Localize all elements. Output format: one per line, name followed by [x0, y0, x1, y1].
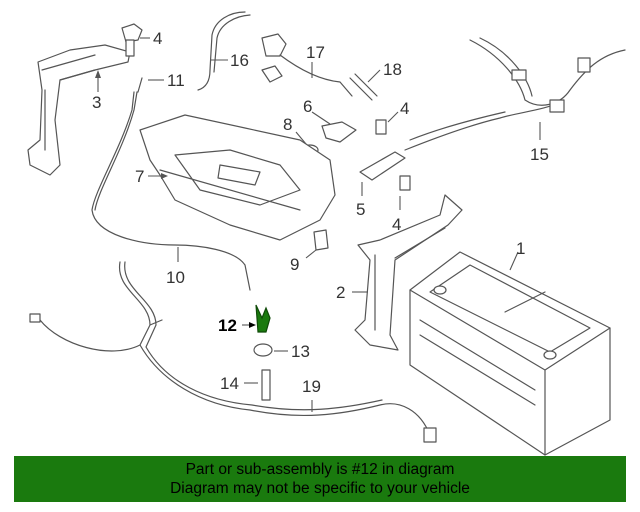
part-1-battery — [409, 251, 611, 456]
part-18-hose — [349, 73, 378, 101]
callout-4-top: 4 — [153, 29, 162, 48]
callout-14: 14 — [220, 374, 239, 393]
part-13-grommet — [253, 343, 273, 357]
part-17-sensor — [261, 33, 353, 97]
callout-4-low: 4 — [392, 215, 401, 234]
callout-12: 12 — [218, 316, 237, 335]
part-4-bolt-top — [121, 23, 143, 57]
callout-2: 2 — [336, 283, 345, 302]
callout-15: 15 — [530, 145, 549, 164]
callout-7: 7 — [135, 167, 144, 186]
callout-11: 11 — [167, 71, 185, 90]
callout-19: 19 — [302, 377, 321, 396]
part-3-bracket — [27, 44, 131, 176]
callout-4-mid: 4 — [400, 99, 409, 118]
banner-line-1: Part or sub-assembly is #12 in diagram — [185, 461, 455, 478]
part-4-bolt-mid — [375, 119, 387, 135]
part-19-harness — [29, 261, 437, 443]
callout-18: 18 — [383, 60, 402, 79]
banner-line-2: Diagram may not be specific to your vehi… — [170, 480, 470, 497]
parts-diagram: 3 4 11 10 16 17 18 6 — [27, 11, 626, 456]
part-4-bolt-low — [399, 175, 411, 191]
part-5-bracket — [359, 151, 406, 181]
callout-9: 9 — [290, 255, 299, 274]
part-7-tray — [139, 114, 336, 241]
part-15-harness — [404, 37, 626, 151]
callout-13: 13 — [291, 342, 310, 361]
callout-16: 16 — [230, 51, 249, 70]
part-14-pin — [261, 369, 271, 401]
info-banner: Part or sub-assembly is #12 in diagram D… — [14, 456, 626, 502]
callout-17: 17 — [306, 43, 325, 62]
callout-1: 1 — [516, 239, 525, 258]
callout-8: 8 — [283, 115, 292, 134]
part-16-cable — [197, 11, 251, 91]
callout-10: 10 — [166, 268, 185, 287]
callout-5: 5 — [356, 200, 365, 219]
callout-3: 3 — [92, 93, 101, 112]
part-12-clip-highlighted — [255, 304, 271, 333]
part-9-clip — [313, 229, 329, 251]
part-2-bracket — [354, 194, 463, 351]
part-10-cable — [91, 77, 251, 291]
part-6-clip — [321, 121, 357, 143]
callout-6: 6 — [303, 97, 312, 116]
